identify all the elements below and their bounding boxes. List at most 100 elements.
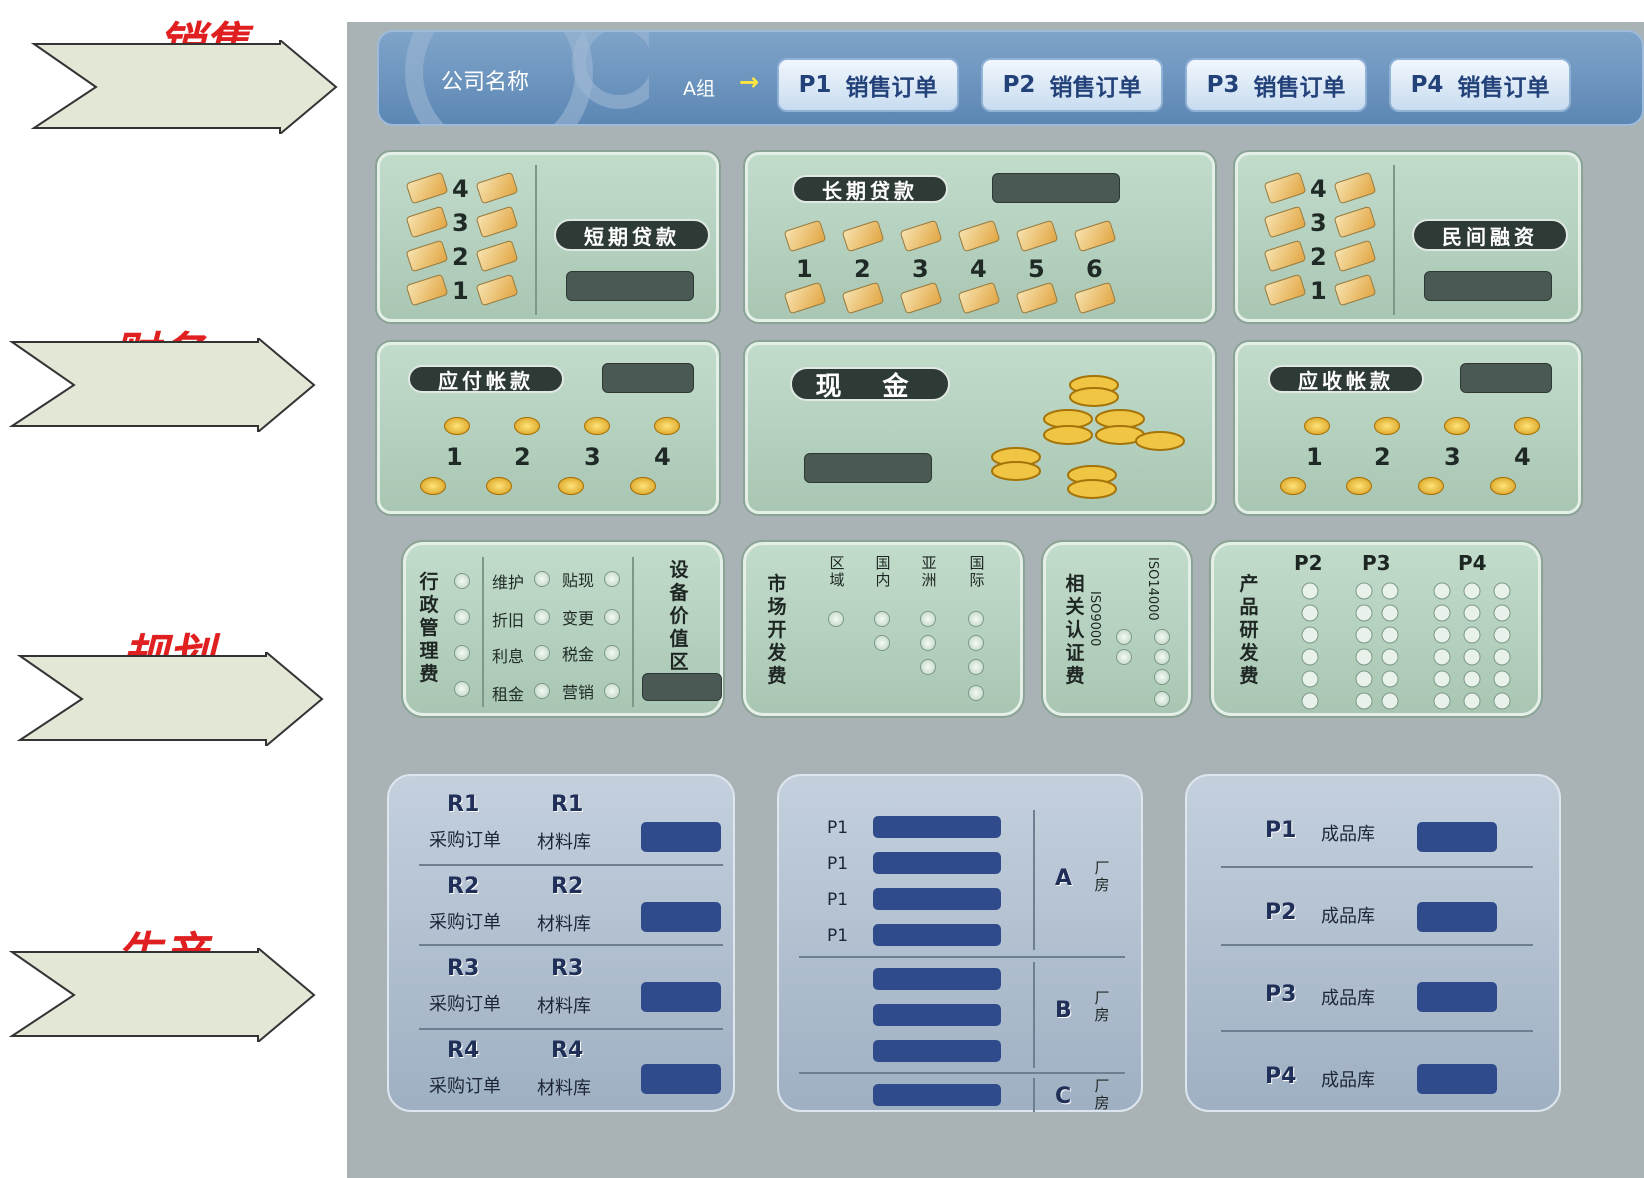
- r2-slot[interactable]: [641, 902, 721, 932]
- discount-dot[interactable]: [604, 571, 620, 587]
- admin-dot[interactable]: [454, 573, 470, 589]
- money-icon: [475, 205, 519, 239]
- money-icon: [899, 219, 943, 253]
- payable-panel: 应付帐款 1 2 3 4: [377, 342, 719, 514]
- money-icon: [957, 219, 1001, 253]
- plants-panel: P1 P1 P1 P1 A 厂房 B 厂房 C 厂房: [777, 774, 1143, 1112]
- market-dot[interactable]: [920, 659, 936, 675]
- line-c-1[interactable]: [873, 1084, 1001, 1106]
- line-b-2[interactable]: [873, 1004, 1001, 1026]
- receivable-slot[interactable]: [1460, 363, 1552, 393]
- cert-dot[interactable]: [1116, 629, 1132, 645]
- finished-p3-code: P3: [1265, 982, 1297, 1007]
- receivable-label: 应收帐款: [1268, 365, 1424, 393]
- coin-icon: [1490, 477, 1516, 495]
- admin-dot[interactable]: [454, 681, 470, 697]
- depreciation-dot[interactable]: [534, 609, 550, 625]
- cert-dot[interactable]: [1154, 629, 1170, 645]
- market-dot[interactable]: [968, 685, 984, 701]
- rent-dot[interactable]: [534, 683, 550, 699]
- short-loan-label: 短期贷款: [554, 219, 710, 251]
- line-b-3[interactable]: [873, 1040, 1001, 1062]
- receivable-num-3: 3: [1444, 443, 1461, 471]
- coin-icon: [1346, 477, 1372, 495]
- line-label-2: P1: [827, 854, 849, 874]
- market-dot[interactable]: [968, 611, 984, 627]
- short-loan-num-2: 2: [452, 243, 469, 271]
- market-dot[interactable]: [920, 635, 936, 651]
- market-dot[interactable]: [874, 611, 890, 627]
- payable-slot[interactable]: [602, 363, 694, 393]
- cert-dot[interactable]: [1154, 669, 1170, 685]
- interest-dot[interactable]: [534, 645, 550, 661]
- receivable-num-1: 1: [1306, 443, 1323, 471]
- coin-icon: [1304, 417, 1330, 435]
- money-icon: [783, 281, 827, 315]
- private-loan-num-2: 2: [1310, 243, 1327, 271]
- tax-dot[interactable]: [604, 645, 620, 661]
- receivable-num-2: 2: [1374, 443, 1391, 471]
- short-loan-slot[interactable]: [566, 271, 694, 301]
- admin-item-depreciation: 折旧: [492, 611, 525, 630]
- r3-slot[interactable]: [641, 982, 721, 1012]
- coin-icon: [1418, 477, 1444, 495]
- order-label: 销售订单: [1049, 75, 1142, 101]
- finished-p4-slot[interactable]: [1417, 1064, 1497, 1094]
- divider: [419, 944, 723, 946]
- market-col-asia: 亚洲: [921, 554, 937, 589]
- cert-dot[interactable]: [1154, 649, 1170, 665]
- money-icon: [475, 171, 519, 205]
- money-icon: [1015, 219, 1059, 253]
- line-a-2[interactable]: [873, 852, 1001, 874]
- maintain-dot[interactable]: [534, 571, 550, 587]
- cert-dot[interactable]: [1154, 691, 1170, 707]
- finished-p1-slot[interactable]: [1417, 822, 1497, 852]
- marketing-dot[interactable]: [604, 683, 620, 699]
- admin-panel: 行政管理费 维护 贴现 折旧 变更 利息 税金 租金 营销 设备价值区: [403, 542, 723, 716]
- long-loan-num-4: 4: [970, 255, 987, 283]
- line-a-4[interactable]: [873, 924, 1001, 946]
- long-loan-slot[interactable]: [992, 173, 1120, 203]
- line-a-3[interactable]: [873, 888, 1001, 910]
- market-dot[interactable]: [874, 635, 890, 651]
- market-dot[interactable]: [920, 611, 936, 627]
- admin-dot[interactable]: [454, 609, 470, 625]
- divider: [1033, 1078, 1035, 1112]
- money-icon: [405, 171, 449, 205]
- money-icon: [1263, 171, 1307, 205]
- cash-slot[interactable]: [804, 453, 932, 483]
- coin-icon: [558, 477, 584, 495]
- arrow-icon: →: [739, 68, 760, 96]
- change-dot[interactable]: [604, 609, 620, 625]
- cert-col-iso14000: ISO14000: [1145, 557, 1160, 621]
- divider: [535, 165, 537, 315]
- plant-c-code: C: [1055, 1084, 1072, 1109]
- line-label-4: P1: [827, 926, 849, 946]
- order-label: 销售订单: [1457, 75, 1550, 101]
- market-dot[interactable]: [968, 635, 984, 651]
- cert-dot[interactable]: [1116, 649, 1132, 665]
- plant-b-code: B: [1055, 998, 1072, 1023]
- equipment-slot[interactable]: [642, 673, 722, 701]
- order-label: 销售订单: [845, 75, 938, 101]
- market-dot[interactable]: [828, 611, 844, 627]
- line-a-1[interactable]: [873, 816, 1001, 838]
- admin-dot[interactable]: [454, 645, 470, 661]
- private-loan-slot[interactable]: [1424, 271, 1552, 301]
- finished-p3-slot[interactable]: [1417, 982, 1497, 1012]
- money-icon: [405, 273, 449, 307]
- rd-title: 产品研发费: [1239, 573, 1259, 687]
- rd-dots-grid[interactable]: [1214, 545, 1544, 719]
- short-loan-num-3: 3: [452, 209, 469, 237]
- r1-slot[interactable]: [641, 822, 721, 852]
- short-loan-num-4: 4: [452, 175, 469, 203]
- market-dot[interactable]: [968, 659, 984, 675]
- r4-slot[interactable]: [641, 1064, 721, 1094]
- divider: [1221, 866, 1533, 868]
- finished-p2-slot[interactable]: [1417, 902, 1497, 932]
- line-b-1[interactable]: [873, 968, 1001, 990]
